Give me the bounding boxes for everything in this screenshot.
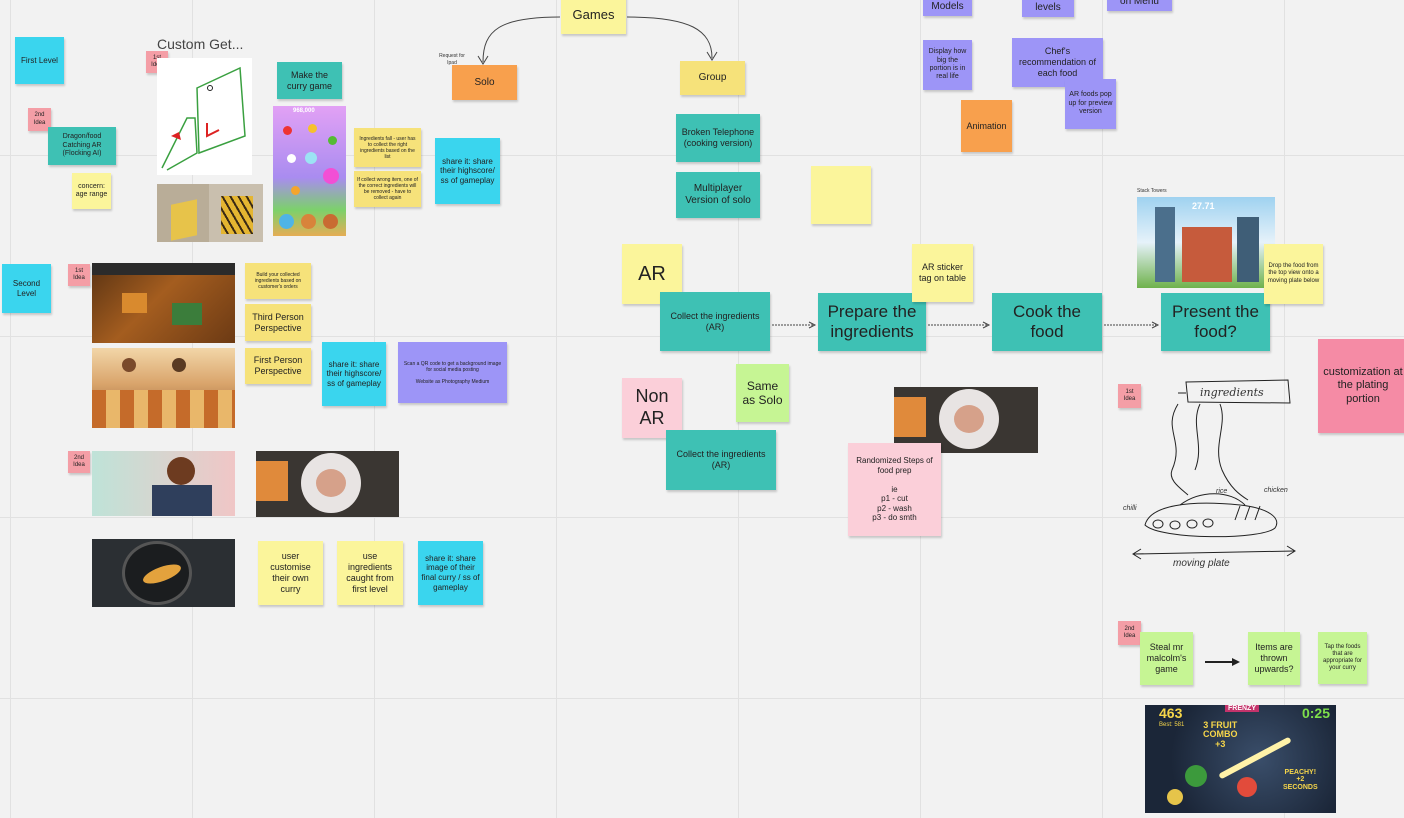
- note-user-customise[interactable]: user customise their own curry: [258, 541, 323, 605]
- note-same-solo[interactable]: Same as Solo: [736, 364, 789, 422]
- label-stack-towers: Stack Towers: [1137, 188, 1167, 194]
- hud-combo: 3 FRUIT COMBO +3: [1203, 720, 1238, 749]
- note-randomized[interactable]: Randomized Steps of food prep ie p1 - cu…: [848, 443, 941, 536]
- note-steal-game[interactable]: Steal mr malcolm's game: [1140, 632, 1193, 685]
- note-build-collected[interactable]: Build your collected ingredients based o…: [245, 263, 311, 299]
- plate-sketch: [1132, 379, 1296, 560]
- note-display-portion[interactable]: Display how big the portion is in real l…: [923, 40, 972, 90]
- stack-towers-screenshot[interactable]: 27.71: [1137, 197, 1275, 288]
- cooking-pot-screenshot[interactable]: [256, 451, 399, 517]
- note-models[interactable]: Models: [923, 0, 972, 16]
- note-ar-foods[interactable]: AR foods pop up for preview version: [1065, 79, 1116, 129]
- flow-arrows: [772, 321, 1160, 329]
- note-games[interactable]: Games: [561, 0, 626, 34]
- hud-timer: 0:25: [1301, 705, 1330, 721]
- note-items-thrown[interactable]: Items are thrown upwards?: [1248, 632, 1300, 685]
- note-collect-ar[interactable]: Collect the ingredients (AR): [660, 292, 770, 351]
- idea-tag: 2nd Idea: [28, 108, 51, 131]
- note-first-level[interactable]: First Level: [15, 37, 64, 84]
- note-use-ingredients[interactable]: use ingredients caught from first level: [337, 541, 403, 605]
- note-customization[interactable]: customization at the plating portion: [1318, 339, 1404, 433]
- hud-frenzy: FRENZY: [1225, 705, 1259, 712]
- note-share-1[interactable]: share it: share their highscore/ ss of g…: [435, 138, 500, 204]
- arrow-right: [1205, 658, 1240, 666]
- note-share-3[interactable]: share it: share image of their final cur…: [418, 541, 483, 605]
- cooking-fever-screenshot[interactable]: [92, 348, 235, 428]
- note-collect-wrong[interactable]: If collect wrong item, one of the correc…: [354, 171, 421, 207]
- yellow-craft-photo-2[interactable]: [209, 184, 263, 242]
- note-non-ar[interactable]: Non AR: [622, 378, 682, 438]
- hud-best: Best: 581: [1159, 722, 1185, 728]
- note-present[interactable]: Present the food?: [1161, 293, 1270, 351]
- yellow-craft-photo-1[interactable]: [157, 184, 209, 242]
- note-drop-food[interactable]: Drop the food from the top view onto a m…: [1264, 244, 1323, 304]
- note-prepare[interactable]: Prepare the ingredients: [818, 293, 926, 351]
- note-blank[interactable]: [811, 166, 871, 224]
- hud-score: 463: [1159, 705, 1183, 721]
- note-tap-foods[interactable]: Tap the foods that are appropriate for y…: [1318, 632, 1367, 684]
- idea-tag: 2nd Idea: [68, 451, 90, 473]
- score-text: 968,000: [293, 108, 315, 114]
- green-sketch: [161, 66, 246, 171]
- fish-grill-screenshot[interactable]: [92, 539, 235, 607]
- idea-tag: 2nd Idea: [1118, 621, 1141, 645]
- note-third-person[interactable]: Third Person Perspective: [245, 304, 311, 341]
- note-dragon-catching[interactable]: Dragon/food Catching AR (Flocking AI): [48, 127, 116, 165]
- sketch-label-chilli: chilli: [1123, 505, 1137, 512]
- sketch-label-moving-plate: moving plate: [1173, 558, 1230, 569]
- note-share-2[interactable]: share it: share their highscore/ ss of g…: [322, 342, 386, 406]
- fruit-ninja-screenshot[interactable]: 463 Best: 581 FRENZY 0:25 3 FRUIT COMBO …: [1145, 705, 1336, 813]
- chef-character-screenshot[interactable]: [92, 451, 235, 516]
- sketch-label-chicken: chicken: [1264, 487, 1288, 494]
- note-scan-qr[interactable]: Scan a QR code to get a background image…: [398, 342, 507, 403]
- note-make-curry[interactable]: Make the curry game: [277, 62, 342, 99]
- branch-arrows: [477, 16, 718, 65]
- note-ingredients-fall[interactable]: Ingredients fall - user has to collect t…: [354, 128, 421, 167]
- sketch-label-ingredients: ingredients: [1200, 386, 1264, 399]
- board-title-custom[interactable]: Custom Get...: [157, 36, 244, 52]
- hud-peachy: PEACHY! +2 SECONDS: [1283, 769, 1318, 791]
- note-second-level[interactable]: Second Level: [2, 264, 51, 313]
- stack-timer: 27.71: [1192, 201, 1215, 211]
- note-first-person[interactable]: First Person Perspective: [245, 348, 311, 384]
- note-collect-ar-2[interactable]: Collect the ingredients (AR): [666, 430, 776, 490]
- note-solo[interactable]: Solo: [452, 65, 517, 100]
- note-chef-recommendation[interactable]: Chef's recommendation of each food: [1012, 38, 1103, 87]
- overcooked-screenshot[interactable]: [92, 263, 235, 343]
- note-ar-sticker[interactable]: AR sticker tag on table: [912, 244, 973, 302]
- drawing-sketch-image[interactable]: [157, 58, 252, 175]
- note-concern[interactable]: concern: age range: [72, 173, 111, 209]
- sketch-label-rice: rice: [1216, 488, 1228, 495]
- note-animation[interactable]: Animation: [961, 100, 1012, 152]
- note-broken-telephone[interactable]: Broken Telephone (cooking version): [676, 114, 760, 162]
- note-levels[interactable]: levels: [1022, 0, 1074, 17]
- label-request-ipad: Request for Ipad: [439, 53, 465, 66]
- note-on-menu[interactable]: on Menu: [1107, 0, 1172, 11]
- idea-tag: 1st Idea: [1118, 384, 1141, 408]
- cooking-pot-screenshot-2[interactable]: [894, 387, 1038, 453]
- note-cook[interactable]: Cook the food: [992, 293, 1102, 351]
- fruit-game-screenshot[interactable]: 968,000: [273, 106, 346, 236]
- idea-tag: 1st Idea: [68, 264, 90, 286]
- note-multiplayer[interactable]: Multiplayer Version of solo: [676, 172, 760, 218]
- note-group[interactable]: Group: [680, 61, 745, 95]
